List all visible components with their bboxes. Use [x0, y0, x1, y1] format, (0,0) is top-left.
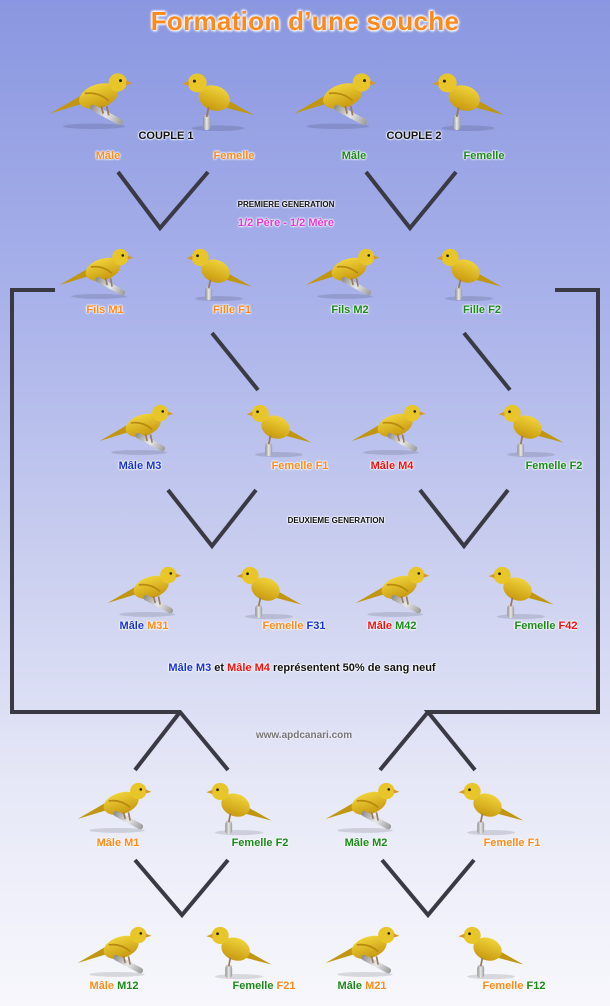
bird-femelle-f42-icon: [486, 560, 556, 620]
f21-code: F21: [276, 980, 296, 992]
bird-femelle-f2b-icon: [204, 776, 274, 836]
fille-f1-label: Fille F1: [213, 304, 251, 316]
bird-femelle-f2-icon: [496, 398, 566, 458]
bird-male-m42-icon: [354, 560, 436, 618]
second-generation-label: DEUXIEME GENERATION: [287, 516, 385, 525]
note-and: et: [211, 662, 228, 674]
male-word: Mâle: [367, 620, 392, 632]
bird-fille-f2-icon: [434, 242, 504, 302]
bird-fils-m1-icon: [58, 242, 140, 300]
male-word: Mâle: [119, 620, 144, 632]
connector-m2-f1: [380, 858, 476, 919]
femelle-word: Femelle: [514, 620, 556, 632]
note-male-m4: Mâle M4: [227, 662, 270, 674]
femelle-word: Femelle: [482, 980, 524, 992]
note-male-m3: Mâle M3: [168, 662, 212, 674]
connector-couple2: [364, 170, 458, 232]
male-m12-label: Mâle M12: [90, 980, 139, 992]
bracket-line: [10, 288, 230, 772]
femelle-f1b-label: Femelle F1: [483, 837, 541, 849]
bracket-line-right-branch: [378, 710, 430, 772]
fils-m1-label: Fils M1: [86, 304, 124, 316]
first-generation-ratio: 1/2 Père - 1/2 Mère: [237, 217, 335, 229]
femelle-f12-label: Femelle F12: [483, 980, 546, 992]
bird-fille-f1-icon: [184, 242, 254, 302]
male-m31-label: Mâle M31: [120, 620, 169, 632]
femelle-f2-label: Femelle F2: [525, 460, 583, 472]
bird-femelle-f21-icon: [204, 920, 274, 980]
bird-male-couple2-icon: [292, 66, 384, 130]
couple2-female-label: Femelle: [463, 150, 505, 162]
male-m3-label: Mâle M3: [118, 460, 162, 472]
bird-male-m4-icon: [350, 398, 432, 456]
femelle-f1-label: Femelle F1: [271, 460, 329, 472]
couple2-male-label: Mâle: [341, 150, 367, 162]
bird-femelle-f31-icon: [234, 560, 304, 620]
connector-couple1: [116, 170, 210, 232]
couple1-female-label: Femelle: [213, 150, 255, 162]
m21-code: M21: [365, 980, 387, 992]
bird-fils-m2-icon: [304, 242, 386, 300]
m31-code: M31: [147, 620, 169, 632]
connector-f2: [462, 331, 512, 392]
male-m4-label: Mâle M4: [370, 460, 414, 472]
femelle-word: Femelle: [262, 620, 304, 632]
male-m42-label: Mâle M42: [368, 620, 417, 632]
website-url: www.apdcanari.com: [255, 730, 353, 741]
male-word: Mâle: [89, 980, 114, 992]
bird-femelle-f1-icon: [244, 398, 314, 458]
femelle-f42-label: Femelle F42: [515, 620, 578, 632]
bird-male-m31-icon: [106, 560, 188, 618]
bird-male-m12-icon: [76, 920, 158, 978]
connector-m4-f2: [418, 488, 510, 550]
bird-male-m3-icon: [98, 398, 180, 456]
m12-code: M12: [117, 980, 139, 992]
bird-male-m2-icon: [324, 776, 406, 834]
male-m21-label: Mâle M21: [338, 980, 387, 992]
connector-f1: [210, 331, 260, 392]
bird-male-m1-icon: [76, 776, 158, 834]
bird-femelle-f12-icon: [456, 920, 526, 980]
bird-female-couple1-icon: [180, 66, 256, 132]
bird-female-couple2-icon: [430, 66, 506, 132]
femelle-f21-label: Femelle F21: [233, 980, 296, 992]
f12-code: F12: [526, 980, 546, 992]
male-m2-label: Mâle M2: [344, 837, 388, 849]
page-title: Formation d’une souche: [150, 6, 460, 36]
connector-m3-f1: [166, 488, 258, 550]
male-word: Mâle: [337, 980, 362, 992]
fille-f2-label: Fille F2: [463, 304, 501, 316]
fils-m2-label: Fils M2: [331, 304, 369, 316]
femelle-f31-label: Femelle F31: [263, 620, 326, 632]
new-blood-note: Mâle M3 et Mâle M4 représentent 50% de s…: [168, 662, 435, 674]
first-generation-label: PREMIERE GENERATION: [237, 200, 335, 209]
couple1-label: COUPLE 1: [138, 130, 194, 142]
bird-male-m21-icon: [324, 920, 406, 978]
connector-m1-f2: [133, 858, 230, 919]
bird-male-couple1-icon: [48, 66, 140, 130]
f42-code: F42: [558, 620, 578, 632]
m42-code: M42: [395, 620, 417, 632]
note-text: représentent 50% de sang neuf: [269, 662, 436, 674]
bracket-line-left-branch: [133, 710, 182, 772]
male-m1-label: Mâle M1: [96, 837, 140, 849]
bird-femelle-f1b-icon: [456, 776, 526, 836]
femelle-word: Femelle: [232, 980, 274, 992]
f31-code: F31: [306, 620, 326, 632]
couple2-label: COUPLE 2: [386, 130, 442, 142]
couple1-male-label: Mâle: [95, 150, 121, 162]
bracket-line-right: [423, 288, 600, 772]
femelle-f2b-label: Femelle F2: [231, 837, 289, 849]
